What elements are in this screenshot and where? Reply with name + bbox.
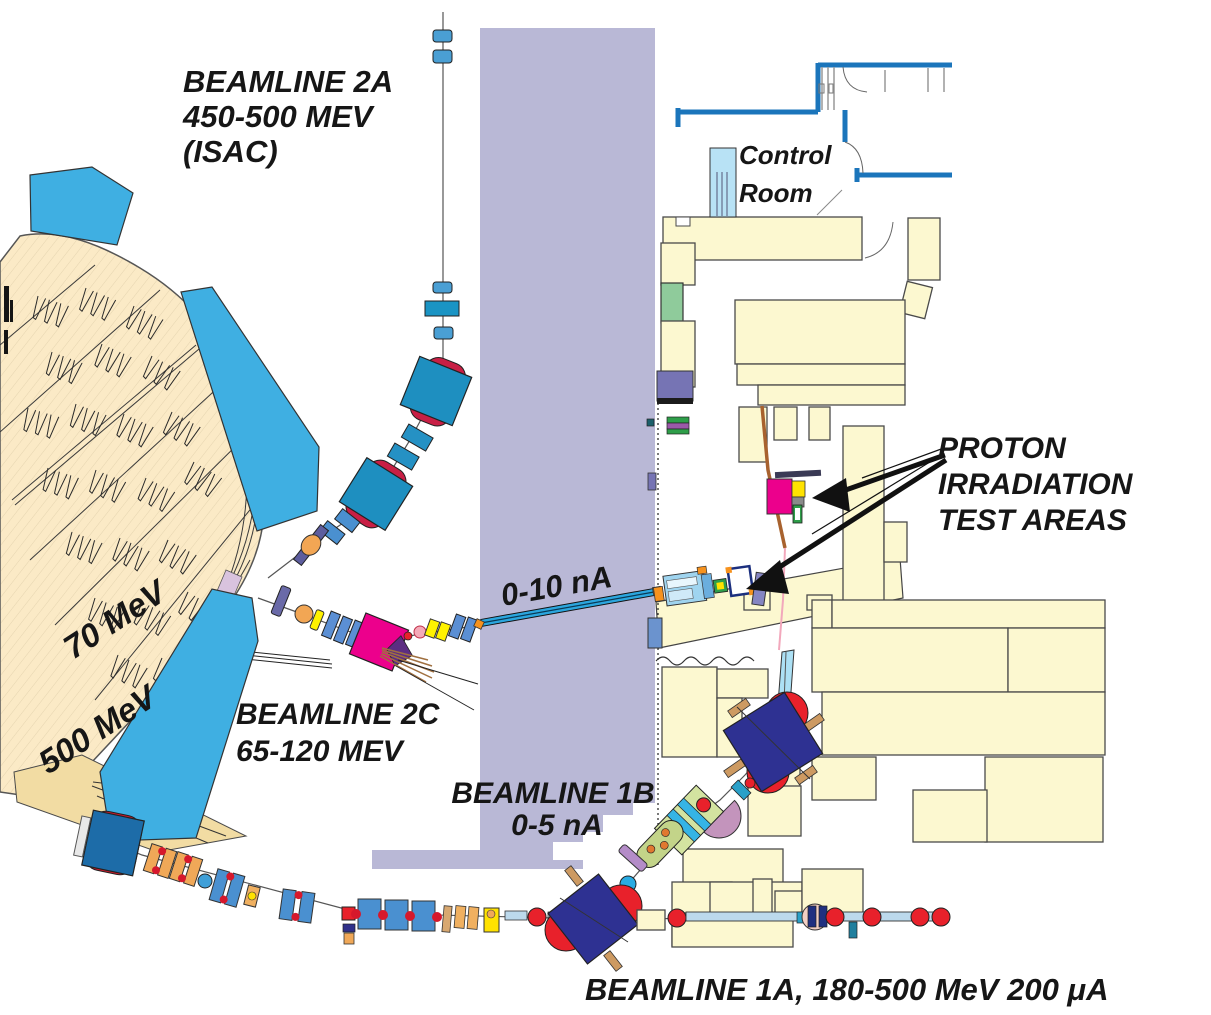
magnet-fan-lines xyxy=(379,647,435,683)
label-beamline-2c-line2: 65-120 MEV xyxy=(236,735,406,768)
door-arc xyxy=(842,66,868,93)
control-room-window xyxy=(709,147,737,218)
shield-block-top-left xyxy=(29,166,134,246)
target-capsule-1b xyxy=(636,819,684,869)
quad-triplet-1a xyxy=(351,898,442,932)
label-beamline-2a-line3: (ISAC) xyxy=(183,134,278,169)
label-control-room-line2: Room xyxy=(739,178,813,208)
corridor-ticks xyxy=(821,67,945,110)
dipole-magnet-2a-upper xyxy=(399,355,473,427)
label-proton-line1: PROTON xyxy=(938,432,1067,465)
steering-element-2a xyxy=(292,523,330,567)
slate-block xyxy=(656,370,694,402)
beamline-1a xyxy=(73,809,951,972)
label-control-room-line1: Control xyxy=(739,140,832,170)
label-beamline-1b-line1: BEAMLINE 1B xyxy=(451,777,654,810)
label-proton-line2: IRRADIATION xyxy=(938,468,1134,501)
dipole-magnet-2a-lower xyxy=(338,456,414,532)
dipole-magnet-1a-left xyxy=(73,809,145,877)
label-beamline-1a: BEAMLINE 1A, 180-500 MeV 200 μA xyxy=(585,972,1109,1007)
junction-dipole-1a-1b xyxy=(544,865,643,972)
wavy-tear-line xyxy=(655,656,755,666)
green-room xyxy=(660,282,684,324)
beamline-2c xyxy=(257,564,769,711)
label-beamline-2c-line1: BEAMLINE 2C xyxy=(236,698,441,731)
door-arc xyxy=(844,141,864,174)
beamline-1b xyxy=(592,649,825,920)
label-beamline-2a-line1: BEAMLINE 2A xyxy=(183,64,393,99)
shielding-wall xyxy=(372,28,655,869)
beamline-2a xyxy=(267,12,473,579)
striped-unit xyxy=(666,416,690,435)
label-proton-line3: TEST AREAS xyxy=(938,504,1127,537)
proton-test-station xyxy=(760,405,822,651)
label-beamline-1b-line2: 0-5 nA xyxy=(511,809,603,842)
door-arc xyxy=(864,221,894,259)
dipole-magnet-1b xyxy=(722,691,825,794)
label-beamline-2a-line2: 450-500 MEV xyxy=(182,99,375,134)
collimator-fan xyxy=(702,799,742,839)
probe-below-line xyxy=(342,923,356,945)
wall-niche-block xyxy=(647,617,663,649)
proton-area-arrows xyxy=(746,447,948,594)
shield-blocks xyxy=(29,166,320,842)
cable-brown xyxy=(760,405,787,549)
shield-block-upper xyxy=(180,286,320,532)
control-room xyxy=(675,62,952,259)
